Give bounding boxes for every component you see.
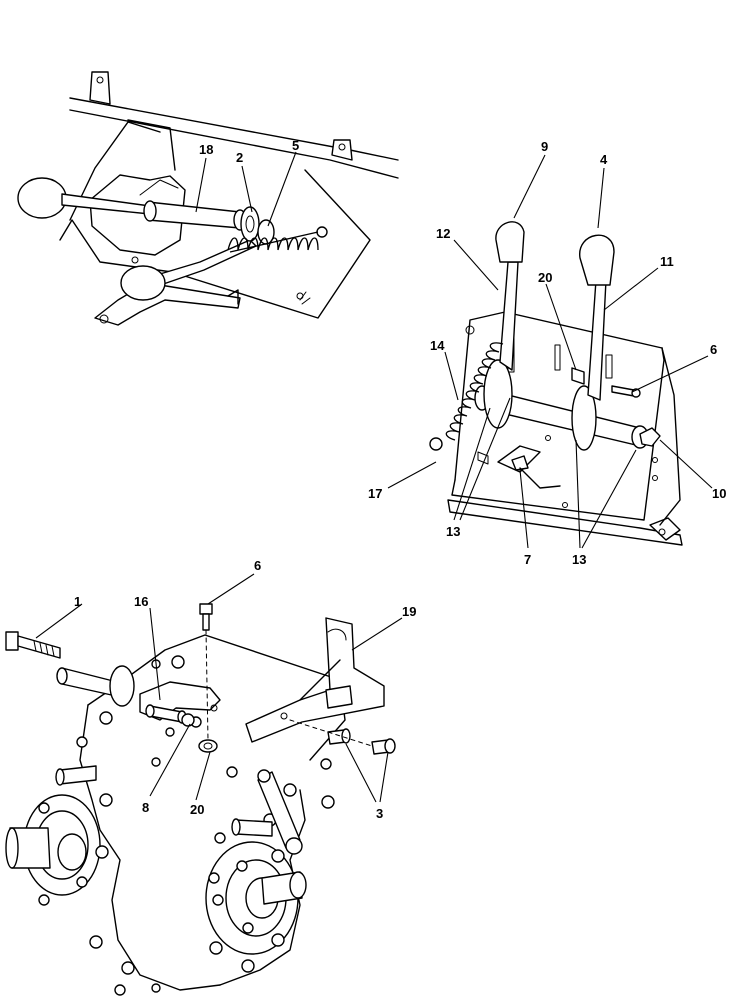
leader-lines <box>35 151 713 803</box>
callout-20-bottom: 20 <box>190 802 204 817</box>
callout-17: 17 <box>368 486 382 501</box>
callout-6-top: 6 <box>710 342 717 357</box>
callout-9: 9 <box>541 139 548 154</box>
callout-8: 8 <box>142 800 149 815</box>
callout-12: 12 <box>436 226 450 241</box>
callout-19: 19 <box>402 604 416 619</box>
callout-7: 7 <box>524 552 531 567</box>
callout-14: 14 <box>430 338 445 353</box>
callout-13-right: 13 <box>572 552 586 567</box>
transaxle-assembly <box>5 603 396 996</box>
housing-bolts <box>38 655 335 996</box>
callout-11: 11 <box>660 254 674 269</box>
callout-2: 2 <box>236 150 243 165</box>
callout-4: 4 <box>600 152 608 167</box>
callout-3: 3 <box>376 806 383 821</box>
callout-labels: 18 2 5 9 4 12 11 20 6 14 17 10 13 7 13 6… <box>74 138 726 821</box>
callout-5: 5 <box>292 138 299 153</box>
callout-10: 10 <box>712 486 726 501</box>
bolt-1 <box>5 631 61 659</box>
callout-20-top: 20 <box>538 270 552 285</box>
spring-5 <box>227 226 328 253</box>
spring-14 <box>429 342 504 451</box>
callout-6-bottom: 6 <box>254 558 261 573</box>
callout-16: 16 <box>134 594 148 609</box>
callout-13-left: 13 <box>446 524 460 539</box>
twin-lever-assembly <box>429 221 683 546</box>
callout-1: 1 <box>74 594 81 609</box>
callout-18: 18 <box>199 142 213 157</box>
upper-lever-assembly <box>17 71 399 326</box>
